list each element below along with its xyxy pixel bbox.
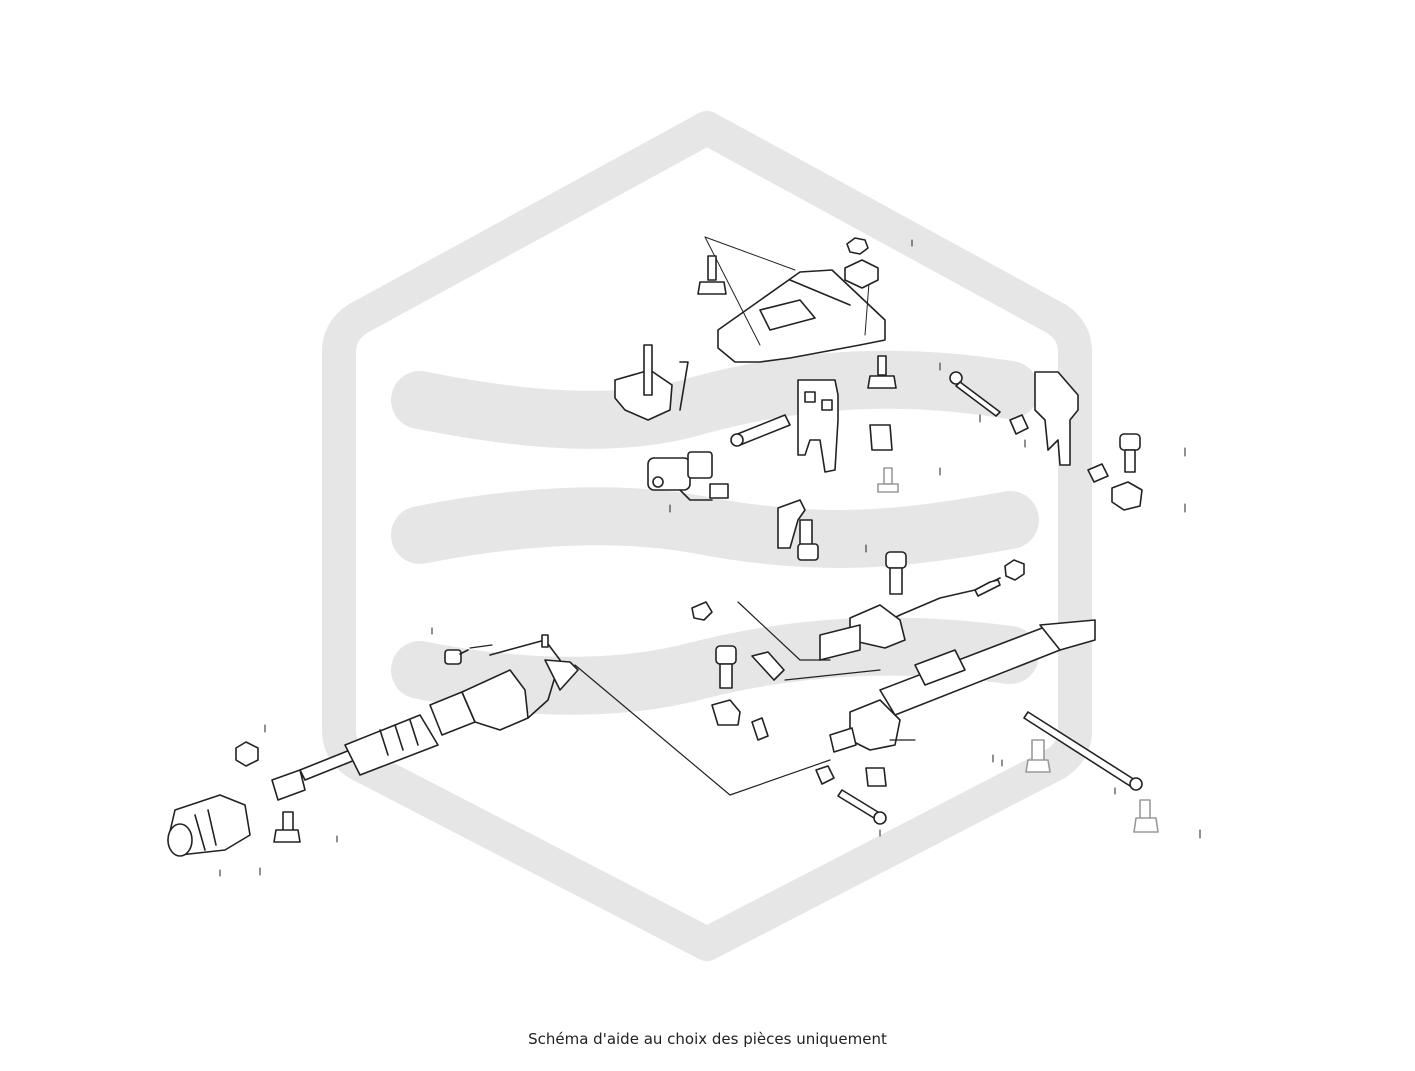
- bracket-hex-nut[interactable]: [846, 237, 869, 255]
- small-bolt-right[interactable]: [1087, 463, 1109, 483]
- drive-shaft-small[interactable]: [730, 414, 791, 447]
- watermark-stripe-middle: [391, 487, 1039, 568]
- small-nut-lower[interactable]: [815, 765, 835, 785]
- column-end-flange[interactable]: [829, 699, 901, 753]
- upper-mounting-bracket[interactable]: [704, 236, 886, 363]
- adjustment-motor[interactable]: [647, 451, 729, 501]
- lower-sleeve[interactable]: [751, 651, 785, 681]
- bracket-bolt[interactable]: [697, 255, 727, 295]
- roll-pin[interactable]: [541, 634, 549, 648]
- lower-cage-nut[interactable]: [711, 699, 741, 726]
- column-tube[interactable]: [879, 619, 1096, 716]
- long-bolt-lower[interactable]: [837, 789, 887, 825]
- watermark-hexagon: [322, 111, 1092, 961]
- diagram-caption: Schéma d'aide au choix des pièces unique…: [528, 1030, 887, 1048]
- lower-small-screw[interactable]: [751, 717, 769, 741]
- column-adjust-bracket[interactable]: [797, 379, 839, 473]
- pin-fastener[interactable]: [877, 467, 899, 493]
- mounting-clip[interactable]: [614, 344, 689, 421]
- hex-head-bolt-right[interactable]: [1119, 433, 1141, 473]
- plug-cap[interactable]: [865, 767, 887, 787]
- motor-housing-lower[interactable]: [819, 604, 906, 661]
- watermark-logo: [322, 111, 1092, 961]
- strap-bolt[interactable]: [1133, 799, 1159, 833]
- universal-joint-yoke[interactable]: [461, 639, 579, 731]
- sleeve-right[interactable]: [1009, 414, 1029, 435]
- steering-coupling-boot[interactable]: [167, 794, 251, 857]
- side-bracket-right[interactable]: [1034, 371, 1079, 466]
- lower-bolt-a[interactable]: [715, 645, 737, 689]
- column-bolt-center[interactable]: [867, 355, 897, 389]
- parts-layer: [167, 236, 1201, 877]
- middle-clip[interactable]: [777, 499, 806, 549]
- hex-nut-left[interactable]: [235, 741, 259, 767]
- middle-bolt[interactable]: [797, 519, 819, 561]
- stud-bolt-grey[interactable]: [1025, 739, 1051, 773]
- c-clip[interactable]: [691, 601, 713, 621]
- hex-nut-mid[interactable]: [1004, 559, 1025, 581]
- intermediate-shaft[interactable]: [271, 691, 476, 801]
- socket-head-bolt[interactable]: [885, 551, 907, 595]
- long-bolt-right[interactable]: [949, 371, 1001, 417]
- ground-strap[interactable]: [1023, 711, 1143, 791]
- electrical-plug[interactable]: [869, 424, 893, 451]
- bracket-clip-nut[interactable]: [844, 259, 879, 289]
- watermark-stripe-top: [391, 350, 1039, 449]
- reference-ticks: [219, 239, 1201, 877]
- flange-bolt-left[interactable]: [273, 811, 301, 843]
- yoke-bolt[interactable]: [444, 649, 469, 665]
- leader-lines: [469, 601, 916, 796]
- cage-nut-right[interactable]: [1111, 481, 1143, 511]
